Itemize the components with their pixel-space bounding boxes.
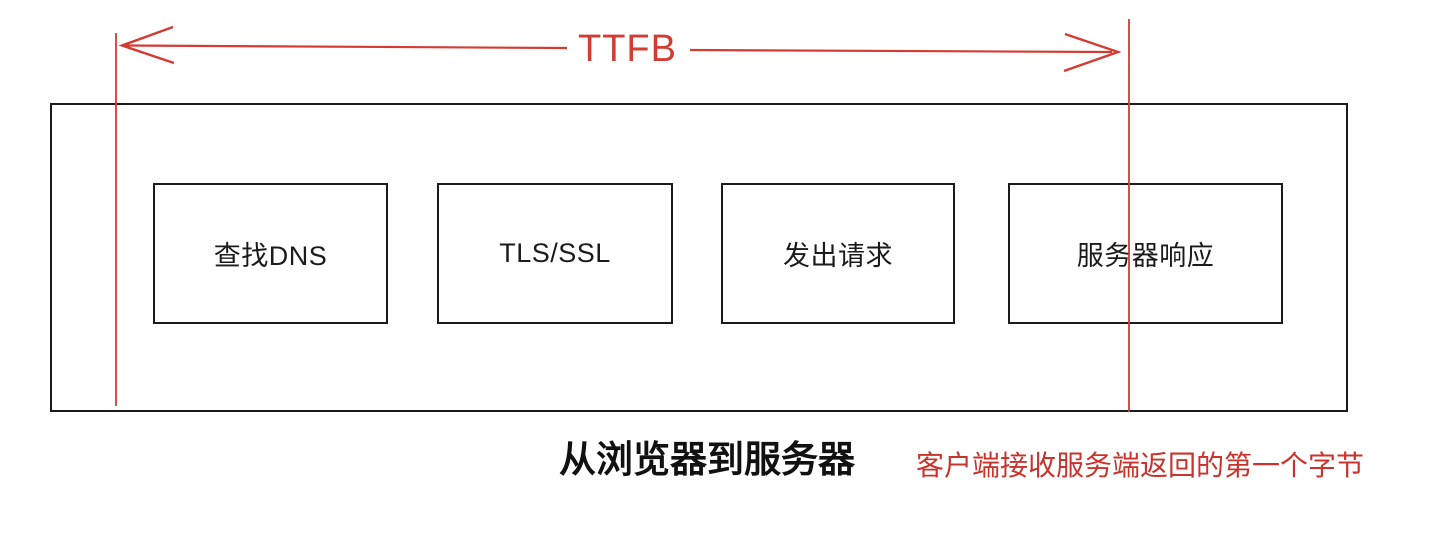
stage-box-tls-ssl: TLS/SSL xyxy=(437,183,673,324)
ttfb-arrow-shaft-right xyxy=(689,48,1113,54)
stage-label-send-request: 发出请求 xyxy=(783,241,893,271)
ttfb-label: TTFB xyxy=(578,28,677,70)
stage-label-tls-ssl: TLS/SSL xyxy=(499,238,611,268)
caption-browser-to-server: 从浏览器到服务器 xyxy=(559,439,855,480)
stage-label-dns-lookup: 查找DNS xyxy=(213,241,328,271)
stage-box-send-request: 发出请求 xyxy=(721,183,955,324)
stage-box-dns-lookup: 查找DNS xyxy=(153,183,388,324)
stage-box-server-response: 服务器响应 xyxy=(1008,183,1283,324)
stage-label-server-response: 服务器响应 xyxy=(1076,241,1215,271)
ttfb-arrowhead-right-icon xyxy=(1063,32,1122,73)
ttfb-arrow-shaft-left xyxy=(121,44,568,50)
annotation-first-byte: 客户端接收服务端返回的第一个字节 xyxy=(916,450,1365,481)
ttfb-arrowhead-left-icon xyxy=(118,25,175,65)
